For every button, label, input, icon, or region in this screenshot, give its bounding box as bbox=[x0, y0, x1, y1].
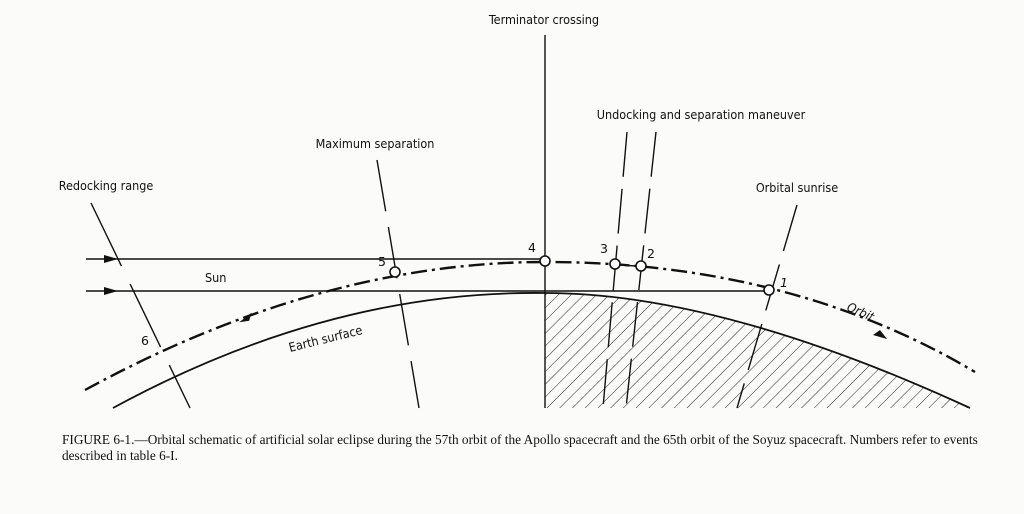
event-number-2: 2 bbox=[647, 246, 655, 261]
sun-label: Sun bbox=[205, 270, 226, 285]
sun-ray-lower-arrowhead bbox=[104, 287, 118, 295]
maximum-separation-label: Maximum separation bbox=[316, 136, 435, 151]
orbital-sunrise-line bbox=[736, 204, 798, 409]
event-marker-2 bbox=[635, 260, 647, 272]
event-number-5: 5 bbox=[378, 254, 386, 269]
orbit-direction-arrow bbox=[873, 330, 887, 339]
event-connector-2-3 bbox=[619, 264, 637, 267]
undocking-separation-label: Undocking and separation maneuver bbox=[597, 107, 806, 122]
figure-caption-text: —Orbital schematic of artificial solar e… bbox=[62, 432, 978, 463]
event-marker-4 bbox=[539, 255, 551, 267]
orbit-path bbox=[84, 260, 976, 392]
event-marker-5 bbox=[389, 266, 401, 278]
sun-ray-upper-arrowhead bbox=[104, 255, 118, 263]
event-number-6: 6 bbox=[141, 333, 149, 348]
figure-caption-lead: FIGURE 6-1. bbox=[62, 432, 135, 447]
earth-shadow-hatched-region bbox=[545, 293, 970, 408]
orbital-schematic-diagram: Terminator crossing Undocking and separa… bbox=[59, 12, 976, 409]
event-number-3: 3 bbox=[600, 241, 608, 256]
earth-surface-label: Earth surface bbox=[287, 322, 364, 355]
event-number-4: 4 bbox=[528, 240, 536, 255]
redocking-range-line bbox=[90, 202, 191, 409]
event-marker-1 bbox=[763, 284, 775, 296]
orbital-sunrise-label: Orbital sunrise bbox=[756, 180, 838, 195]
event-number-1: 1 bbox=[780, 275, 788, 290]
figure-caption: FIGURE 6-1.—Orbital schematic of artific… bbox=[62, 432, 982, 464]
terminator-crossing-label: Terminator crossing bbox=[488, 12, 599, 27]
redocking-range-label: Redocking range bbox=[59, 178, 154, 193]
orbit-direction-arrow bbox=[239, 312, 252, 323]
event-markers bbox=[389, 255, 775, 296]
maximum-separation-line bbox=[376, 159, 420, 409]
event-marker-3 bbox=[609, 258, 621, 270]
undocking-line-a bbox=[602, 131, 628, 409]
